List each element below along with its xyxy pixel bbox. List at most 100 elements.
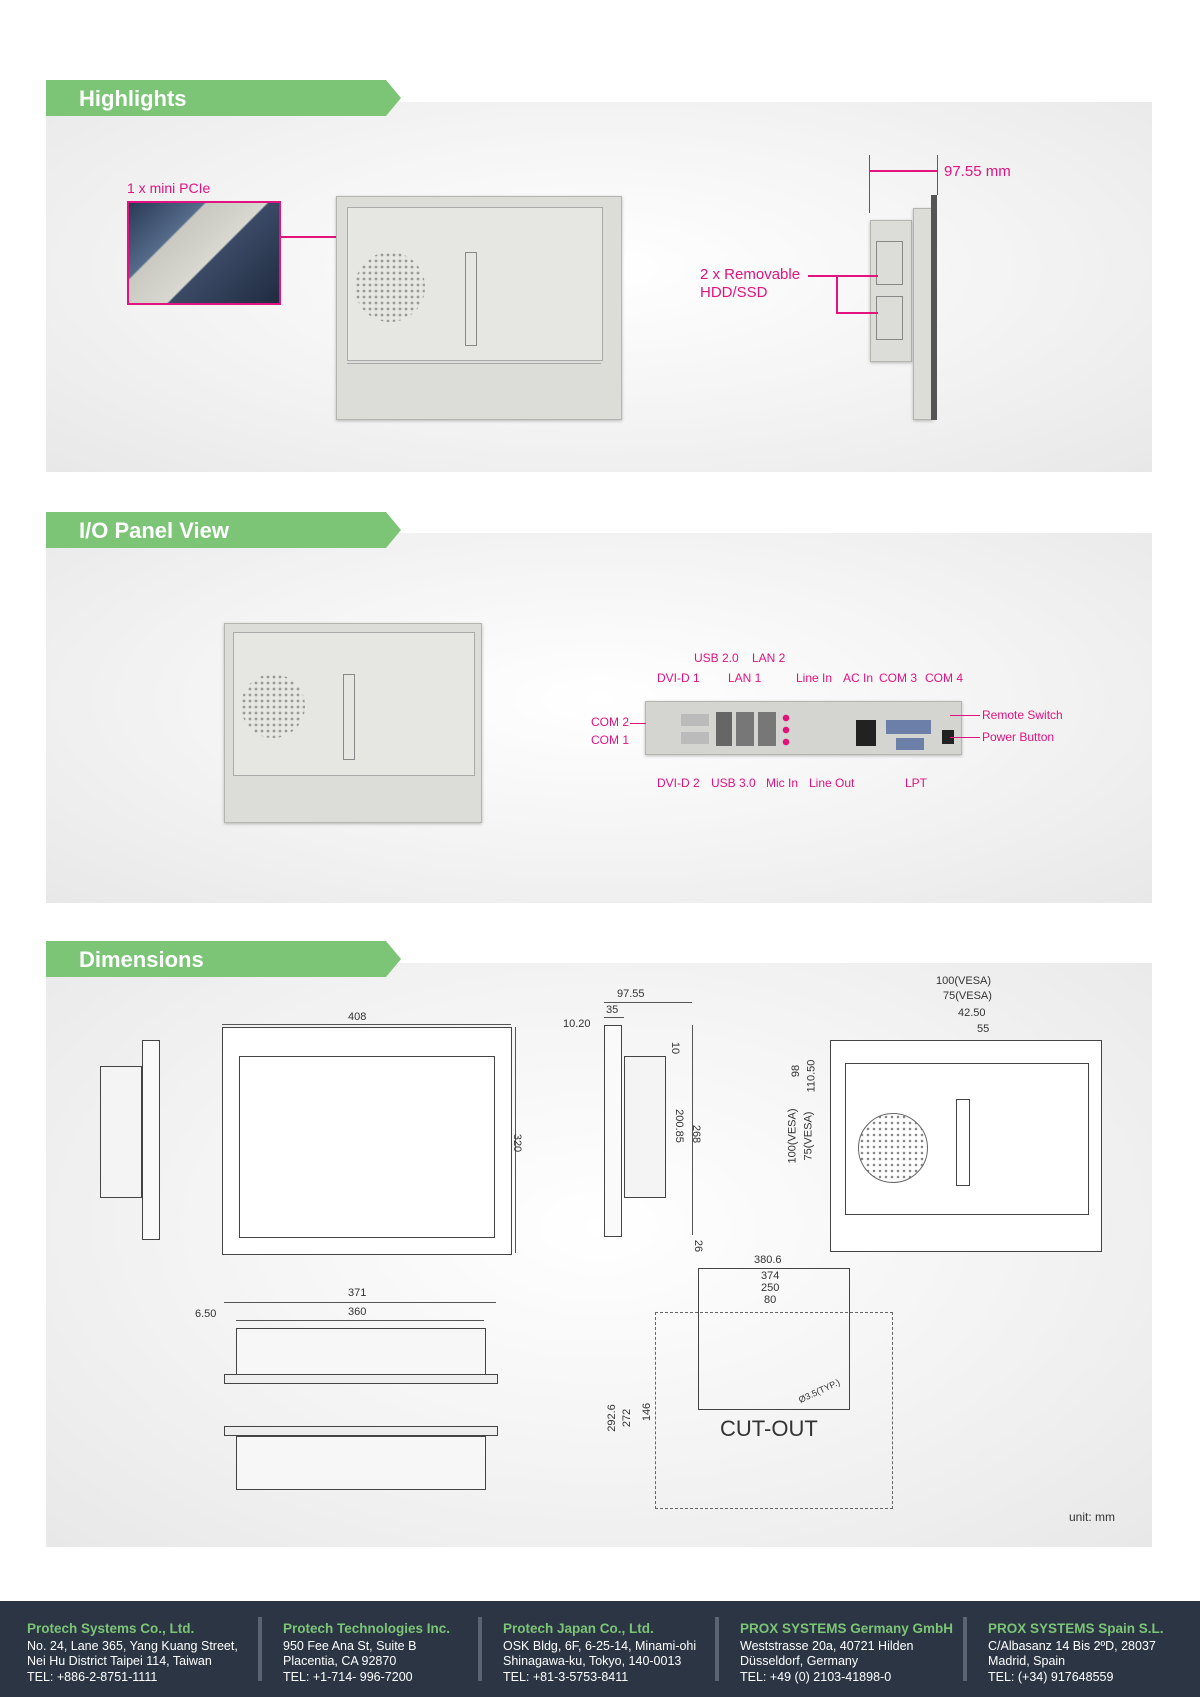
io-label-power: Power Button [982,730,1055,744]
io-label-usb30: USB 3.0 [711,776,756,790]
dim-back-98: 98 [790,1064,803,1078]
dim-side-26: 26 [692,1239,705,1253]
dim-cut-80: 80 [764,1294,777,1306]
io-strip [347,363,601,406]
ac-in-socket [856,720,876,746]
dim-side-1020: 10.20 [563,1018,591,1030]
dim-cut-146: 146 [641,1402,654,1422]
dim-back-slot [956,1099,970,1186]
hdd-callout-h [808,275,878,277]
depth-ext-right [937,155,938,195]
io-label-lineout: Line Out [809,776,855,790]
fan-grille [355,252,425,322]
footer-divider [258,1617,262,1681]
hdd-callout-v [836,275,838,313]
mini-pcie-photo [127,201,281,305]
io-label-micin: Mic In [766,776,799,790]
footer-office-usa: Protech Technologies Inc. 950 Fee Ana St… [283,1621,450,1685]
dim-bottom-view [236,1328,486,1376]
office-tel: TEL: +49 (0) 2103-41898-0 [740,1669,892,1684]
dim-front-w-line [222,1024,511,1025]
section-title: Highlights [79,86,187,111]
dim-side-97: 97.55 [617,988,645,1000]
dim-side-268-line [692,1025,693,1235]
dim-io-bezel [224,1426,498,1436]
io-label-dvid1: DVI-D 1 [657,671,700,685]
section-title: Dimensions [79,947,204,972]
office-line: Madrid, Spain [988,1654,1066,1668]
office-line: Weststrasse 20a, 40721 Hilden [740,1638,914,1653]
section-tab-highlights: Highlights [46,80,401,116]
audio-jacks [781,712,791,746]
panel-pc-rear-view [336,196,622,420]
dim-front-screen [239,1056,495,1238]
dim-side-97-line [604,1002,692,1003]
dim-cutout-label: CUT-OUT [720,1416,818,1441]
dim-cutout-outer [655,1312,893,1509]
office-tel: TEL: +81-3-5753-8411 [503,1669,629,1684]
office-tel: TEL: (+34) 917648559 [988,1669,1114,1684]
dim-back-fan [858,1113,928,1183]
dim-side-35: 35 [606,1004,619,1016]
dim-side-35-line [604,1017,624,1018]
io-label-com1: COM 1 [591,733,630,747]
dim-back-cover [845,1063,1089,1215]
io-lead-power [950,737,980,738]
panel-pc-bezel-side [913,208,933,420]
office-line: OSK Bldg, 6F, 6-25-14, Minami-ohi [503,1638,697,1653]
office-name: Protech Japan Co., Ltd. [503,1621,654,1636]
label-depth: 97.55 mm [944,163,1011,180]
hdd-bay-2 [876,296,903,340]
io-label-lpt: LPT [905,776,928,790]
dim-back-v75: 75(VESA) [802,1111,815,1161]
footer-divider [478,1617,482,1681]
io-label-lan1: LAN 1 [728,671,762,685]
io-lead-remote [950,715,980,716]
office-name: PROX SYSTEMS Spain S.L. [988,1621,1164,1636]
power-switch [942,730,954,744]
dim-bottom-371: 371 [348,1287,367,1299]
lan-ports [736,712,776,746]
dim-bottom-650: 6.50 [195,1308,217,1320]
hdd-bay-1 [876,241,903,285]
dim-back-vesa100: 100(VESA) [936,975,992,987]
dim-front-h-line [515,1027,516,1253]
depth-ext-left [869,155,870,213]
dim-side-20085: 200.85 [672,1109,685,1143]
dim-bottom-360: 360 [348,1306,367,1318]
dim-front-w: 408 [348,1011,367,1023]
usb-ports [716,712,732,746]
io-label-usb20: USB 2.0 [694,651,739,665]
dim-cutout-inner [698,1268,850,1410]
footer-divider [715,1617,719,1681]
io-vesa-slot [343,674,355,760]
dim-back-55: 55 [977,1023,990,1035]
dim-back-v100: 100(VESA) [786,1108,799,1164]
io-label-dvid2: DVI-D 2 [657,776,700,790]
label-mini-pcie: 1 x mini PCIe [127,180,211,196]
dim-side-left-bezel [142,1040,160,1240]
section-title: I/O Panel View [79,518,229,543]
com-ports [886,720,931,734]
io-lead-com [630,723,646,724]
office-tel: TEL: +1-714- 996-7200 [283,1669,413,1684]
dvi-ports [681,714,709,744]
dim-side-mid-bezel [604,1025,622,1237]
dim-back-view [830,1040,1102,1252]
footer-divider [963,1617,967,1681]
io-label-remote: Remote Switch [982,708,1063,722]
bezel-edge [931,195,937,420]
io-label-com2: COM 2 [591,715,630,729]
io-label-com3: COM 3 [879,671,918,685]
io-fan-grille [241,674,305,738]
hdd-callout-h2 [836,312,878,314]
dim-back-11050: 110.50 [805,1059,818,1093]
dim-cut-2926: 292.6 [605,1404,618,1432]
io-label-com4: COM 4 [925,671,964,685]
dim-side-mid [624,1056,666,1198]
dim-cut-250: 250 [761,1282,780,1294]
office-line: Düsseldorf, Germany [740,1654,859,1668]
dim-bottom-371-line [224,1302,496,1303]
footer: Protech Systems Co., Ltd. No. 24, Lane 3… [0,1601,1200,1697]
label-hdd-2: HDD/SSD [700,284,768,301]
